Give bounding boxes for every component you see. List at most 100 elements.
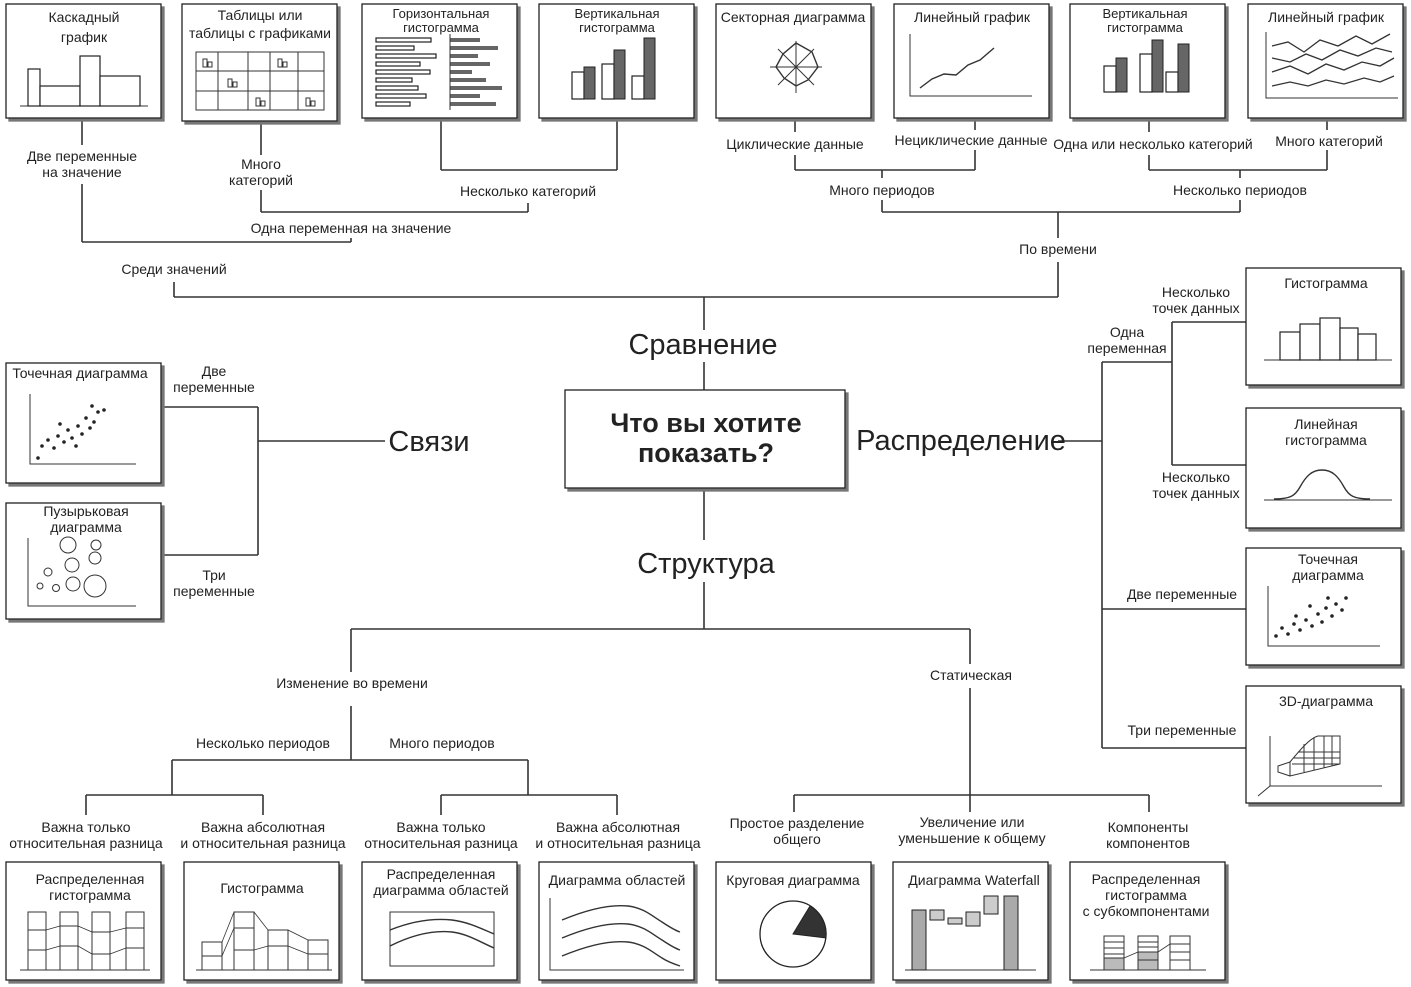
label-accumulation-line1: Увеличение или bbox=[920, 814, 1025, 830]
center-box bbox=[564, 389, 846, 489]
chart-card-stacked-100: Распределенная гистограмма bbox=[5, 861, 162, 981]
label-comp-few-periods: Несколько периодов bbox=[196, 735, 330, 751]
card-title: Секторная диаграмма bbox=[721, 9, 866, 25]
card-title-line1: Таблицы или bbox=[218, 7, 303, 23]
comparison-labels: Среди значений По времени Две переменные… bbox=[27, 132, 1383, 277]
card-title-line2: гистограмма bbox=[49, 887, 131, 903]
label-many-periods: Много периодов bbox=[829, 182, 935, 198]
label-components-line2: компонентов bbox=[1106, 835, 1190, 851]
card-title-line2: гистограмма bbox=[403, 20, 480, 35]
label-dist-three-vars: Три переменные bbox=[1128, 722, 1237, 738]
label-among-items: Среди значений bbox=[121, 261, 226, 277]
label-components-line1: Компоненты bbox=[1108, 819, 1189, 835]
label-static: Статическая bbox=[930, 667, 1012, 683]
card-title: Точечная диаграмма bbox=[12, 365, 148, 381]
chart-card-line-top: Линейный график bbox=[893, 3, 1050, 119]
label-rel-three-line1: Три bbox=[202, 567, 225, 583]
card-title: Диаграмма Waterfall bbox=[908, 872, 1039, 888]
chart-card-radar: Секторная диаграмма bbox=[715, 3, 872, 119]
histogram-mini-icon bbox=[1264, 317, 1392, 361]
card-title: Гистограмма bbox=[1284, 275, 1368, 291]
connector-lines bbox=[81, 118, 1328, 815]
chart-card-area: Диаграмма областей bbox=[538, 861, 695, 981]
card-title: Диаграмма областей bbox=[549, 872, 686, 888]
card-title-line3: с субкомпонентами bbox=[1083, 903, 1210, 919]
card-title-line2: гистограмма bbox=[579, 20, 656, 35]
card-title-line2: гистограмма bbox=[1105, 887, 1187, 903]
label-rel-two-line2: переменные bbox=[173, 379, 255, 395]
columns-time-mini-icon bbox=[1103, 39, 1190, 93]
card-title-line1: Каскадный bbox=[49, 9, 120, 25]
card-title-line1: Пузырьковая bbox=[43, 503, 128, 519]
stacked-sub-mini-icon bbox=[1090, 935, 1206, 971]
center-question: Что вы хотите показать? bbox=[564, 389, 846, 489]
label-few-categories: Несколько категорий bbox=[460, 183, 596, 199]
center-line-1: Что вы хотите bbox=[610, 408, 801, 438]
card-title-line1: Точечная bbox=[1298, 551, 1358, 567]
label-comp-many-periods: Много периодов bbox=[389, 735, 495, 751]
branch-comparison: Сравнение bbox=[628, 329, 777, 361]
card-title-line1: Линейная bbox=[1294, 416, 1357, 432]
label-few-points-line2: точек данных bbox=[1152, 300, 1239, 316]
chart-card-histogram: Гистограмма bbox=[1245, 267, 1402, 386]
card-title-line2: таблицы с графиками bbox=[189, 25, 331, 41]
label-relative-1-line2: относительная разница bbox=[9, 835, 163, 851]
label-accumulation-line2: уменьшение к общему bbox=[898, 830, 1045, 846]
label-relative-2-line2: относительная разница bbox=[364, 835, 518, 851]
chart-card-pie: Круговая диаграмма bbox=[715, 861, 872, 981]
card-title-line1: Горизонтальная bbox=[393, 6, 490, 21]
pie-mini-icon bbox=[759, 900, 827, 968]
label-two-vars-line2: на значение bbox=[42, 164, 122, 180]
line-mini-icon bbox=[909, 34, 1032, 97]
scatter-dist-mini-icon bbox=[1267, 586, 1380, 647]
stacked-100-mini-icon bbox=[20, 911, 150, 971]
label-rel-three-line2: переменные bbox=[173, 583, 255, 599]
columns-mini-icon bbox=[571, 37, 656, 100]
label-many-cat-time: Много категорий bbox=[1275, 133, 1383, 149]
label-over-time: По времени bbox=[1019, 241, 1097, 257]
label-few-periods: Несколько периодов bbox=[1173, 182, 1307, 198]
label-two-vars-line1: Две переменные bbox=[27, 148, 137, 164]
chart-card-3d: 3D-диаграмма bbox=[1245, 685, 1402, 804]
branch-distribution: Распределение bbox=[856, 425, 1066, 457]
card-title-line1: Распределенная bbox=[1092, 871, 1201, 887]
chart-card-waterfall-top: Каскадный график bbox=[5, 3, 162, 119]
card-title-line2: график bbox=[61, 29, 108, 45]
chart-card-stacked-col: Гистограмма bbox=[183, 861, 340, 981]
card-title-line2: гистограмма bbox=[1107, 20, 1184, 35]
label-relative-2-line1: Важна только bbox=[396, 819, 485, 835]
card-title-line1: Вертикальная bbox=[1102, 6, 1187, 21]
distribution-labels: Одна переменная Несколько точек данных Н… bbox=[1087, 284, 1239, 738]
card-title: Линейный график bbox=[1268, 9, 1385, 25]
card-title-line2: диаграмма bbox=[1292, 567, 1364, 583]
table-mini-icon bbox=[195, 51, 325, 111]
chart-card-waterfall: Диаграмма Waterfall bbox=[892, 861, 1049, 981]
label-dist-two-vars: Две переменные bbox=[1127, 586, 1237, 602]
area-mini-icon bbox=[549, 898, 684, 971]
chart-card-stacked-area-100: Распределенная диаграмма областей bbox=[361, 861, 518, 981]
chart-card-column-time: Вертикальная гистограмма bbox=[1069, 3, 1226, 119]
label-noncyclic: Нециклические данные bbox=[895, 132, 1048, 148]
card-title: Круговая диаграмма bbox=[726, 872, 860, 888]
card-title: 3D-диаграмма bbox=[1279, 693, 1373, 709]
composition-labels: Изменение во времени Статическая Несколь… bbox=[9, 667, 1190, 851]
center-line-2: показать? bbox=[638, 438, 774, 468]
waterfall-mini-icon bbox=[20, 55, 148, 107]
card-title-line2: диаграмма bbox=[50, 519, 122, 535]
chart-card-scatter-dist: Точечная диаграмма bbox=[1245, 547, 1402, 666]
card-title-line1: Распределенная bbox=[36, 871, 145, 887]
distribution-curve-mini-icon bbox=[1264, 469, 1392, 501]
label-many-categories-line2: категорий bbox=[229, 172, 293, 188]
multi-line-mini-icon bbox=[1265, 32, 1398, 99]
chart-card-table-charts: Таблицы или таблицы с графиками bbox=[181, 3, 338, 122]
bubble-mini-icon bbox=[27, 536, 136, 607]
chart-card-line-many: Линейный график bbox=[1247, 3, 1404, 119]
label-absolute-1-line2: и относительная разница bbox=[180, 835, 345, 851]
label-cyclic: Циклические данные bbox=[726, 136, 864, 152]
chart-card-bar-horizontal: Горизонтальная гистограмма bbox=[361, 3, 518, 119]
waterfall-mini-icon bbox=[905, 895, 1036, 971]
label-absolute-1-line1: Важна абсолютная bbox=[201, 819, 325, 835]
label-absolute-2-line1: Важна абсолютная bbox=[556, 819, 680, 835]
chart-card-stacked-sub: Распределенная гистограмма с субкомпонен… bbox=[1069, 861, 1226, 981]
